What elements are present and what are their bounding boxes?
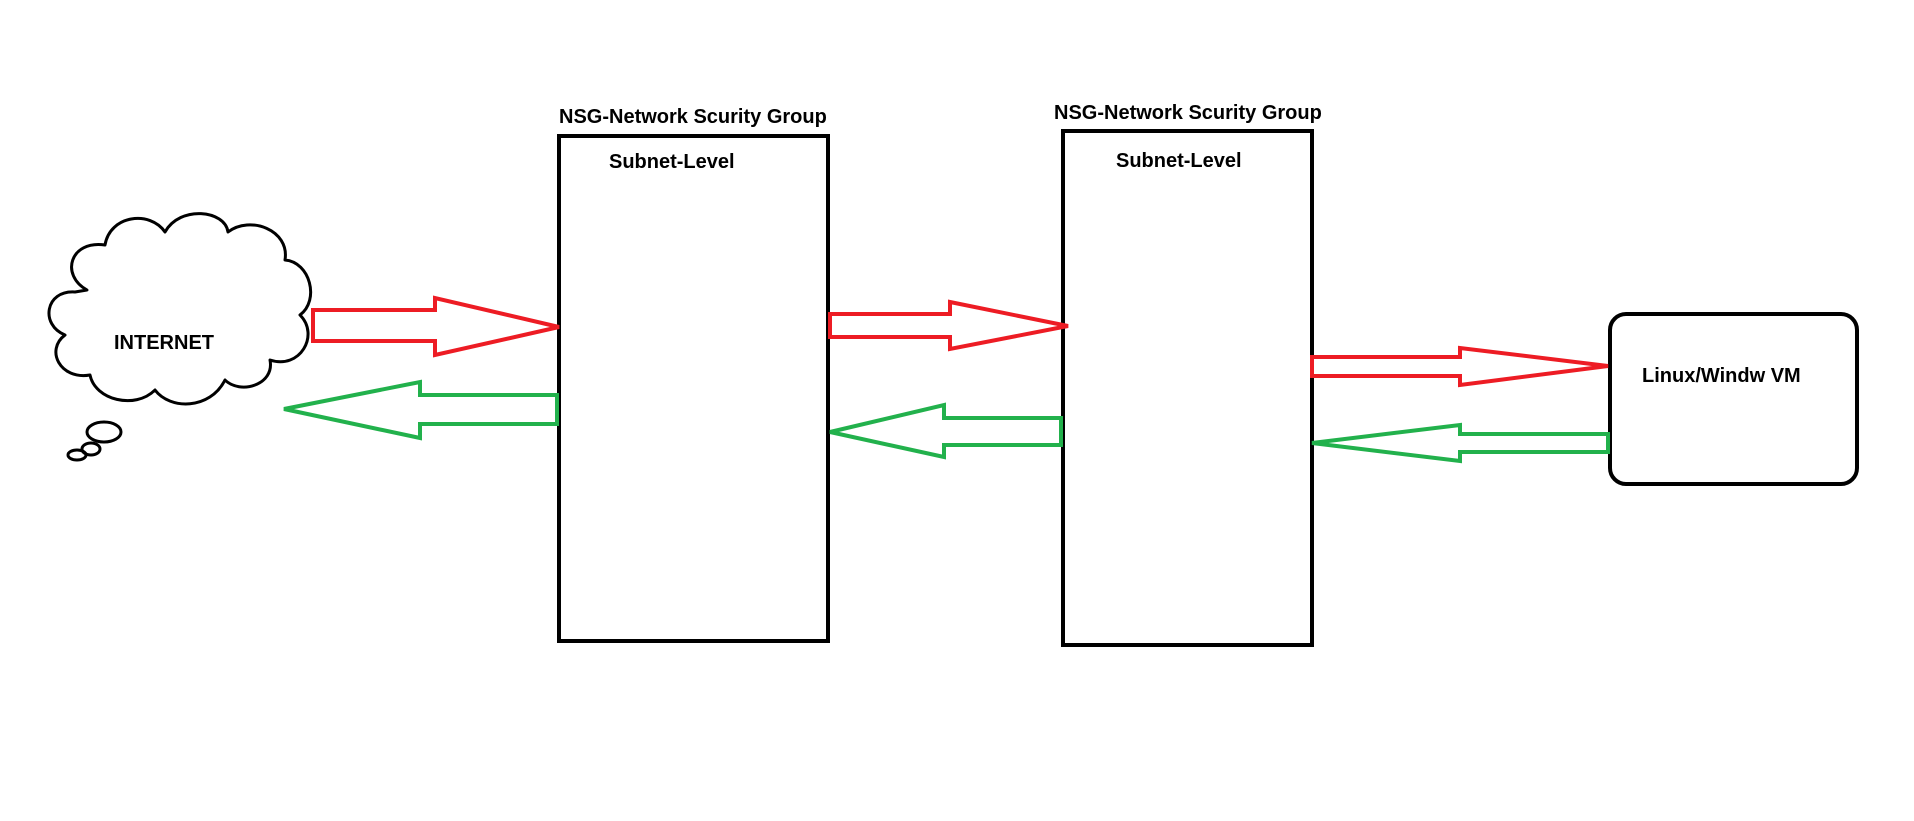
- inbound-arrow-3: [1311, 422, 1610, 464]
- nsg-1-subnet-label: Subnet-Level: [609, 151, 735, 173]
- nsg-2-subnet-label: Subnet-Level: [1116, 150, 1242, 172]
- outbound-arrow-2: [828, 299, 1069, 352]
- vm-label: Linux/Windw VM: [1642, 365, 1801, 387]
- nsg-box-2: [1061, 129, 1314, 647]
- nsg-1-title: NSG-Network Scurity Group: [559, 106, 827, 128]
- inbound-arrow-2: [829, 402, 1063, 460]
- nsg-box-1: [557, 134, 830, 643]
- vm-box: [1608, 312, 1859, 486]
- inbound-arrow-1: [283, 379, 559, 441]
- outbound-arrow-3: [1310, 345, 1609, 388]
- internet-label: INTERNET: [114, 332, 214, 354]
- nsg-2-title: NSG-Network Scurity Group: [1054, 102, 1322, 124]
- internet-cloud-icon: [47, 212, 313, 462]
- outbound-arrow-1: [311, 295, 560, 358]
